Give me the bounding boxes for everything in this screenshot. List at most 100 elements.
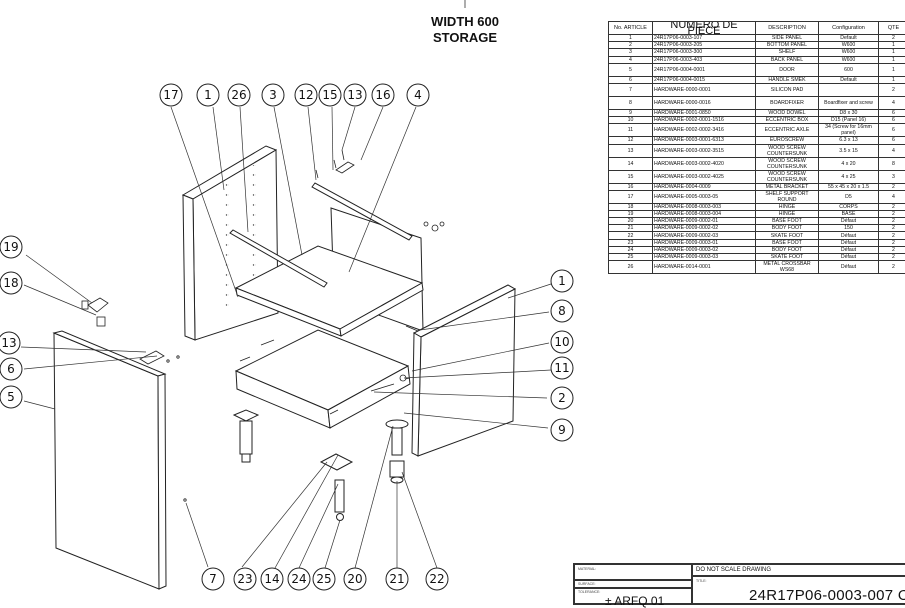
callout-10: 10	[551, 331, 573, 353]
bom-cell-description: HINGE	[756, 203, 819, 210]
svg-text:17: 17	[163, 88, 178, 102]
bom-cell-qty: 2	[879, 232, 905, 239]
callout-5: 5	[0, 386, 22, 408]
svg-text:19: 19	[3, 240, 18, 254]
bom-cell-description: METAL CROSSBAR WS68	[756, 261, 819, 274]
svg-text:3: 3	[269, 88, 277, 102]
bom-cell-description: EUROSCREW	[756, 137, 819, 144]
callout-15: 15	[319, 84, 341, 106]
bom-cell-description: SILICON PAD	[756, 83, 819, 96]
bom-cell-part-number: 24R17P06-0003-300	[653, 49, 756, 56]
callout-26: 26	[228, 84, 250, 106]
svg-text:26: 26	[231, 88, 246, 102]
bom-cell-description: BACK PANEL	[756, 56, 819, 63]
bom-cell-part-number: 24R17P06-0003-107	[653, 35, 756, 42]
bom-cell-part-number: HARDWARE-0002-0002-3416	[653, 124, 756, 137]
callout-3: 3	[262, 84, 284, 106]
bom-cell-article: 21	[609, 225, 653, 232]
bom-cell-qty: 1	[879, 63, 905, 76]
bill-of-materials-table: No. ARTICLE NUMERO DE PIECE DESCRIPTION …	[608, 21, 905, 274]
bom-col-qty: QTE	[879, 22, 905, 35]
material-cell: MATERIAL:	[574, 564, 692, 580]
bom-cell-part-number: HARDWARE-0002-0001-1516	[653, 117, 756, 124]
bom-cell-article: 17	[609, 190, 653, 203]
bom-cell-article: 3	[609, 49, 653, 56]
bom-cell-article: 9	[609, 109, 653, 116]
bom-cell-article: 2	[609, 42, 653, 49]
bom-cell-configuration: 150	[819, 225, 879, 232]
callout-8: 8	[551, 300, 573, 322]
bom-cell-article: 12	[609, 137, 653, 144]
bom-cell-configuration: D5	[819, 190, 879, 203]
callout-17: 17	[160, 84, 182, 106]
svg-text:11: 11	[554, 361, 569, 375]
bom-cell-configuration: D8 x 30	[819, 109, 879, 116]
bom-cell-qty: 2	[879, 218, 905, 225]
bom-cell-description: WOOD DOWEL	[756, 109, 819, 116]
bom-cell-article: 16	[609, 183, 653, 190]
svg-text:5: 5	[7, 390, 15, 404]
bom-cell-article: 15	[609, 170, 653, 183]
bom-cell-article: 8	[609, 96, 653, 109]
bom-cell-configuration: 4 x 25	[819, 170, 879, 183]
bom-cell-description: METAL BRACKET	[756, 183, 819, 190]
header-line-1: WIDTH 600	[415, 14, 515, 30]
bom-cell-configuration: 34 (Screw for 16mm panel)	[819, 124, 879, 137]
bom-cell-part-number: HARDWARE-0003-0002-4025	[653, 170, 756, 183]
bom-cell-article: 24	[609, 246, 653, 253]
bom-cell-part-number: HARDWARE-0008-0003-003	[653, 203, 756, 210]
svg-text:24: 24	[291, 572, 306, 586]
svg-text:4: 4	[414, 88, 422, 102]
surface-label: SURFACE:	[578, 582, 596, 586]
svg-text:20: 20	[347, 572, 362, 586]
bom-cell-configuration: Default	[819, 76, 879, 83]
callout-13-top: 13	[344, 84, 366, 106]
note-cell: DO NOT SCALE DRAWING	[692, 564, 905, 576]
bom-cell-qty: 2	[879, 261, 905, 274]
bom-cell-description: BOARDFIXER	[756, 96, 819, 109]
bom-cell-description: SHELF	[756, 49, 819, 56]
callout-11: 11	[551, 357, 573, 379]
bom-cell-part-number: HARDWARE-0003-0002-3515	[653, 144, 756, 157]
svg-text:14: 14	[264, 572, 279, 586]
svg-text:16: 16	[375, 88, 390, 102]
svg-text:12: 12	[298, 88, 313, 102]
bom-cell-article: 26	[609, 261, 653, 274]
door-panel	[54, 331, 166, 589]
svg-text:13: 13	[347, 88, 362, 102]
bom-cell-qty: 2	[879, 83, 905, 96]
callout-9: 9	[551, 419, 573, 441]
bom-cell-qty: 6	[879, 109, 905, 116]
tolerance-label: TOLERANCE:	[578, 590, 600, 594]
bom-cell-part-number: HARDWARE-0000-0001	[653, 83, 756, 96]
bom-cell-configuration	[819, 83, 879, 96]
scale-note: DO NOT SCALE DRAWING	[696, 567, 771, 573]
callout-1-right: 1	[551, 270, 573, 292]
svg-text:15: 15	[322, 88, 337, 102]
callout-22: 22	[426, 568, 448, 590]
svg-text:8: 8	[558, 304, 566, 318]
bom-cell-configuration: Défaut	[819, 246, 879, 253]
bom-cell-description: SKATE FOOT	[756, 254, 819, 261]
bom-cell-article: 18	[609, 203, 653, 210]
callout-18: 18	[0, 272, 22, 294]
drawing-number: 24R17P06-0003-007 O	[749, 587, 905, 604]
bom-col-configuration: Configuration	[819, 22, 879, 35]
bom-cell-article: 20	[609, 218, 653, 225]
title-block: MATERIAL: SURFACE: TOLERANCE: ± ARFQ 01 …	[573, 563, 905, 605]
bom-cell-part-number: HARDWARE-0009-0002-03	[653, 232, 756, 239]
bom-cell-part-number: HARDWARE-0009-0002-01	[653, 218, 756, 225]
bom-cell-configuration: 3.5 x 15	[819, 144, 879, 157]
bom-cell-configuration: Défaut	[819, 254, 879, 261]
bom-cell-qty: 8	[879, 157, 905, 170]
